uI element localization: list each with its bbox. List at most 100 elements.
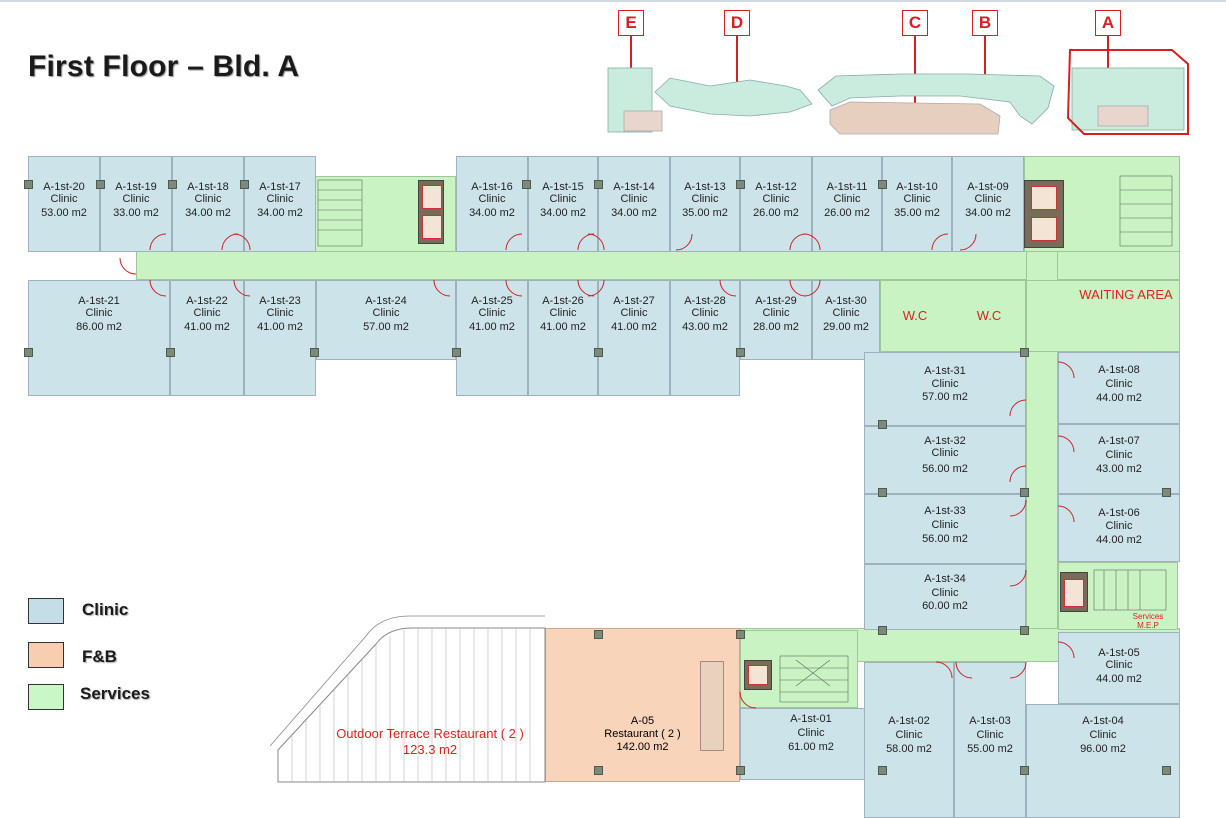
unit-use: Clinic: [931, 519, 959, 531]
column: [1162, 488, 1171, 497]
unit-a-1st-08[interactable]: A-1st-08 Clinic 44.00 m2: [1058, 352, 1180, 424]
unit-area: 58.00 m2: [886, 743, 932, 755]
unit-a-05-restaurant[interactable]: A-05 Restaurant ( 2 ) 142.00 m2: [545, 628, 740, 782]
unit-a-1st-07[interactable]: A-1st-07 Clinic 43.00 m2: [1058, 424, 1180, 494]
unit-area: 41.00 m2: [257, 321, 303, 333]
unit-a-1st-30[interactable]: A-1st-30 Clinic 29.00 m2: [812, 280, 880, 360]
legend-label-clinic: Clinic: [82, 600, 129, 619]
unit-a-1st-29[interactable]: A-1st-29 Clinic 28.00 m2: [740, 280, 812, 360]
unit-use: Clinic: [478, 307, 506, 319]
key-plan-drawing: [607, 49, 1189, 135]
unit-id: A-1st-05: [1098, 647, 1140, 659]
unit-a-1st-25[interactable]: A-1st-25 Clinic 41.00 m2: [456, 280, 528, 396]
unit-a-1st-05[interactable]: A-1st-05 Clinic 44.00 m2: [1058, 632, 1180, 704]
unit-a-1st-04[interactable]: A-1st-04 Clinic 96.00 m2: [1026, 704, 1180, 818]
column: [594, 766, 603, 775]
unit-id: A-1st-22: [186, 295, 228, 307]
unit-area: 142.00 m2: [616, 741, 669, 753]
key-line-d: [736, 36, 738, 91]
waiting-area: [1026, 280, 1180, 352]
unit-a-1st-26[interactable]: A-1st-26 Clinic 41.00 m2: [528, 280, 598, 396]
column: [878, 180, 887, 189]
unit-id: A-1st-11: [826, 181, 868, 193]
unit-a-1st-06[interactable]: A-1st-06 Clinic 44.00 m2: [1058, 494, 1180, 562]
unit-id: A-1st-32: [924, 435, 966, 447]
unit-a-1st-09[interactable]: A-1st-09 Clinic 34.00 m2: [952, 156, 1024, 252]
column: [878, 488, 887, 497]
unit-a-1st-12[interactable]: A-1st-12 Clinic 26.00 m2: [740, 156, 812, 252]
column: [594, 348, 603, 357]
unit-a-1st-23[interactable]: A-1st-23 Clinic 41.00 m2: [244, 280, 316, 396]
unit-a-1st-11[interactable]: A-1st-11 Clinic 26.00 m2: [812, 156, 882, 252]
unit-a-1st-31[interactable]: A-1st-31 Clinic 57.00 m2: [864, 352, 1026, 426]
unit-id: A-1st-23: [259, 295, 301, 307]
unit-id: A-1st-18: [187, 181, 229, 193]
unit-area: 26.00 m2: [753, 207, 799, 219]
unit-area: 44.00 m2: [1096, 673, 1142, 685]
unit-use: Clinic: [931, 587, 959, 599]
unit-area: 41.00 m2: [611, 321, 657, 333]
unit-area: 34.00 m2: [257, 207, 303, 219]
restaurant-stair: [700, 661, 724, 751]
unit-area: 44.00 m2: [1096, 534, 1142, 546]
unit-use: Clinic: [620, 193, 648, 205]
unit-id: A-1st-29: [755, 295, 797, 307]
unit-a-1st-18[interactable]: A-1st-18 Clinic 34.00 m2: [172, 156, 244, 252]
column: [594, 630, 603, 639]
unit-area: 28.00 m2: [753, 321, 799, 333]
unit-id: A-1st-25: [471, 295, 513, 307]
unit-id: A-1st-03: [969, 715, 1011, 727]
unit-id: A-1st-12: [755, 181, 797, 193]
unit-id: A-1st-13: [684, 181, 726, 193]
unit-use: Clinic: [372, 307, 400, 319]
column: [310, 348, 319, 357]
unit-area: 57.00 m2: [363, 321, 409, 333]
unit-a-1st-21[interactable]: A-1st-21 Clinic 86.00 m2: [28, 280, 170, 396]
unit-id: A-1st-14: [613, 181, 655, 193]
unit-area: 57.00 m2: [922, 391, 968, 403]
unit-use: Clinic: [931, 378, 959, 390]
unit-id: A-1st-33: [924, 505, 966, 517]
unit-a-1st-16[interactable]: A-1st-16 Clinic 34.00 m2: [456, 156, 528, 252]
key-line-a: [1107, 36, 1109, 74]
column: [1020, 348, 1029, 357]
unit-a-1st-24[interactable]: A-1st-24 Clinic 57.00 m2: [316, 280, 456, 360]
column: [24, 180, 33, 189]
unit-area: 56.00 m2: [922, 463, 968, 475]
unit-area: 41.00 m2: [469, 321, 515, 333]
key-line-b: [984, 36, 986, 81]
elevator-west: [418, 180, 444, 244]
legend-label-services: Services: [80, 684, 150, 703]
unit-a-1st-20[interactable]: A-1st-20 Clinic 53.00 m2: [28, 156, 100, 252]
unit-id: A-1st-15: [542, 181, 584, 193]
unit-a-1st-27[interactable]: A-1st-27 Clinic 41.00 m2: [598, 280, 670, 396]
unit-use: Restaurant ( 2 ): [604, 728, 681, 740]
unit-a-1st-14[interactable]: A-1st-14 Clinic 34.00 m2: [598, 156, 670, 252]
unit-use: Clinic: [1089, 729, 1117, 741]
unit-a-1st-19[interactable]: A-1st-19 Clinic 33.00 m2: [100, 156, 172, 252]
top-border: [0, 0, 1226, 2]
unit-a-1st-02[interactable]: A-1st-02 Clinic 58.00 m2: [864, 662, 954, 818]
column: [168, 180, 177, 189]
unit-use: Clinic: [266, 193, 294, 205]
legend-swatch-clinic: [28, 598, 64, 624]
unit-id: A-1st-24: [365, 295, 407, 307]
terrace-name: Outdoor Terrace Restaurant ( 2 ): [336, 726, 524, 741]
unit-id: A-1st-02: [888, 715, 930, 727]
unit-a-1st-13[interactable]: A-1st-13 Clinic 35.00 m2: [670, 156, 740, 252]
unit-a-1st-03[interactable]: A-1st-03 Clinic 55.00 m2: [954, 662, 1026, 818]
unit-a-1st-17[interactable]: A-1st-17 Clinic 34.00 m2: [244, 156, 316, 252]
unit-a-1st-34[interactable]: A-1st-34 Clinic 60.00 m2: [864, 564, 1026, 630]
column: [166, 348, 175, 357]
unit-a-1st-01[interactable]: A-1st-01 Clinic 61.00 m2: [740, 708, 882, 780]
unit-a-1st-33[interactable]: A-1st-33 Clinic 56.00 m2: [864, 494, 1026, 564]
unit-a-1st-22[interactable]: A-1st-22 Clinic 41.00 m2: [170, 280, 244, 396]
wc-label-2: W.C: [976, 308, 1002, 323]
unit-a-1st-32[interactable]: A-1st-32 Clinic 56.00 m2: [864, 426, 1026, 494]
column: [736, 630, 745, 639]
unit-use: Clinic: [1105, 520, 1133, 532]
unit-id: A-1st-21: [78, 295, 120, 307]
unit-a-1st-28[interactable]: A-1st-28 Clinic 43.00 m2: [670, 280, 740, 396]
